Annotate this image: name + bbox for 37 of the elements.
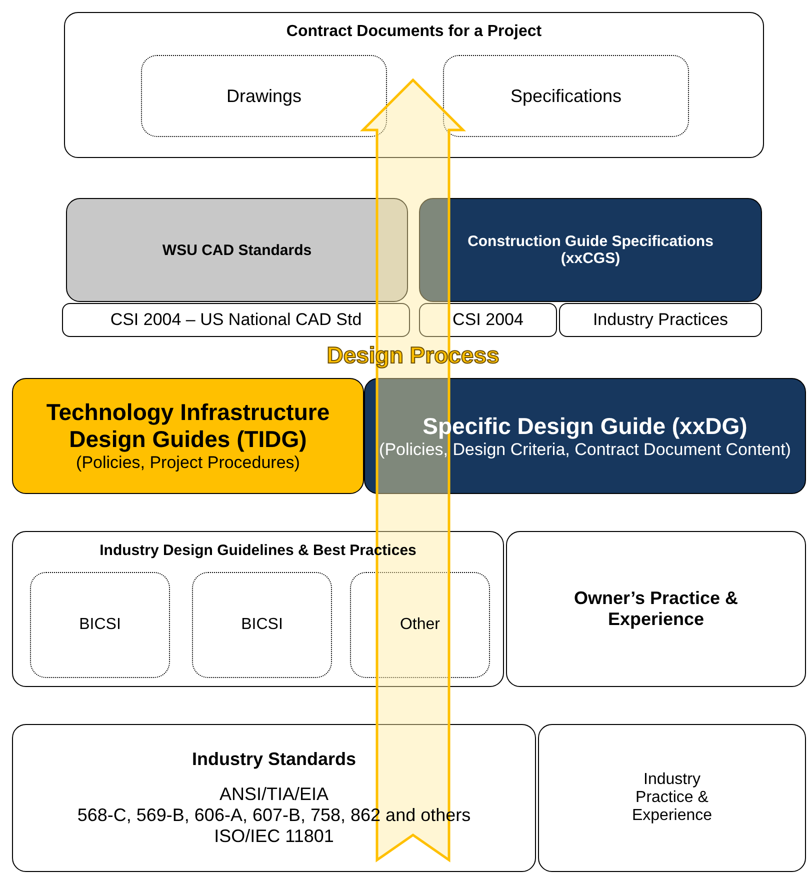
box-title: CSI 2004 xyxy=(452,310,524,330)
box-title: Drawings xyxy=(226,86,302,106)
layer-box xyxy=(12,724,536,872)
box-title: Industry Practice & Experience xyxy=(630,771,714,825)
box-title: Industry Practices xyxy=(592,310,728,330)
layer-box xyxy=(12,378,364,494)
group-box xyxy=(12,531,504,687)
layer-box xyxy=(538,724,806,872)
box-title: BICSI xyxy=(241,616,283,634)
dotted-box xyxy=(443,55,689,137)
box-title: Other xyxy=(400,616,440,634)
block-arrow xyxy=(360,78,466,862)
dotted-box xyxy=(141,55,387,137)
layer-box xyxy=(559,303,762,337)
dotted-box xyxy=(350,572,490,678)
box-title: CSI 2004 – US National CAD Std xyxy=(110,310,362,330)
layer-box xyxy=(364,378,806,494)
layer-box xyxy=(66,198,408,302)
box-title: Contract Documents for a Project xyxy=(286,23,542,41)
layer-box xyxy=(419,303,557,337)
layer-box xyxy=(506,531,806,687)
box-text: (Policies, Project Procedures) xyxy=(76,453,300,473)
box-title: Specifications xyxy=(510,86,622,106)
box-title: Owner’s Practice & Experience xyxy=(572,588,740,630)
layer-box xyxy=(62,303,410,337)
box-text: ANSI/TIA/EIA xyxy=(219,784,329,805)
box-text: (Policies, Design Criteria, Contract Document Content) xyxy=(379,440,791,460)
layer-box xyxy=(419,198,762,302)
box-title: Technology Infrastructure Design Guides (TIDG) xyxy=(45,399,331,453)
box-title: Industry Standards xyxy=(192,749,356,770)
box-title: BICSI xyxy=(79,616,121,634)
group-box xyxy=(64,12,764,158)
box-title: WSU CAD Standards xyxy=(162,242,312,258)
dotted-box xyxy=(192,572,332,678)
box-title: Construction Guide Specifications (xxCGS) xyxy=(466,233,714,267)
box-text: ISO/IEC 11801 xyxy=(214,826,334,847)
dotted-box xyxy=(30,572,170,678)
